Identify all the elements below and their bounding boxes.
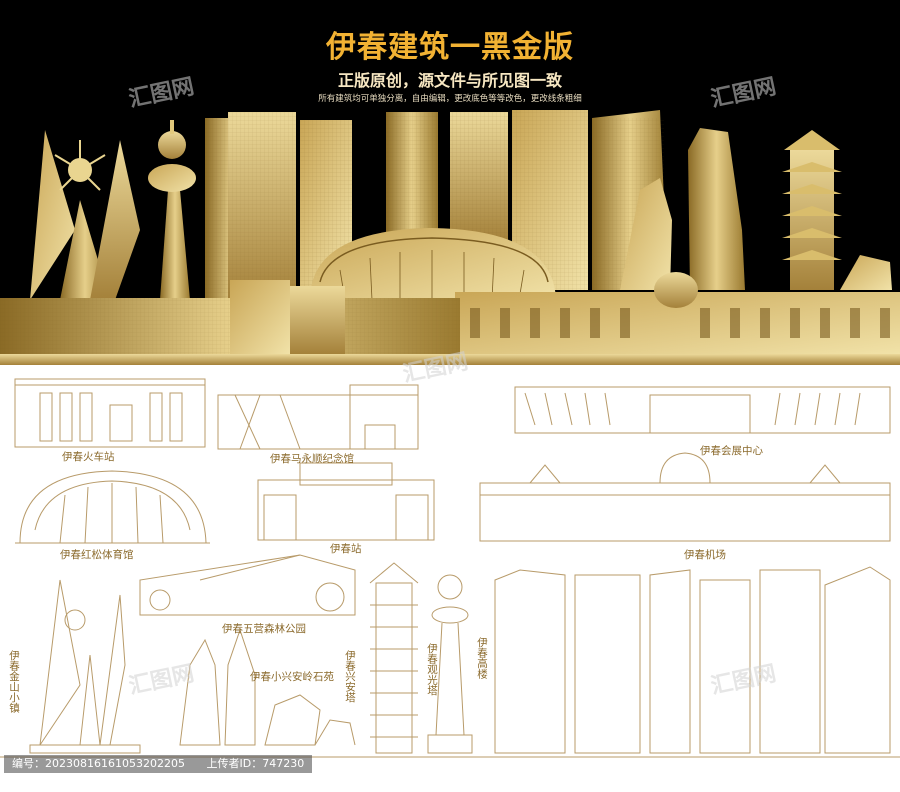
forest-park-drawing	[139, 554, 356, 616]
label-station: 伊春站	[330, 543, 362, 555]
dome-gym	[310, 228, 556, 301]
airport-drawing	[479, 452, 891, 542]
stone-garden-drawing	[179, 628, 356, 746]
footer: 编号：20230816161053202205 上传者ID：747230	[0, 751, 900, 788]
label-railway-station: 伊春火车站	[62, 451, 115, 463]
tower-2	[228, 112, 296, 300]
label-high-rise: 伊春高楼	[476, 637, 488, 679]
label-expo-center: 伊春会展中心	[700, 445, 763, 457]
label-airport: 伊春机场	[684, 549, 726, 561]
label-stone-garden: 伊春小兴安岭石苑	[250, 671, 334, 683]
airport-building	[455, 272, 900, 354]
label-sightseeing-tower: 伊春观光塔	[426, 643, 438, 696]
label-gym: 伊春红松体育馆	[60, 549, 134, 561]
station-drawing	[257, 462, 435, 541]
label-forest-park: 伊春五营森林公园	[222, 623, 306, 635]
railway-station-drawing	[14, 378, 206, 448]
label-xingan-tower: 伊春兴安塔	[344, 650, 356, 703]
observation-tower	[148, 120, 196, 300]
tower-4	[386, 112, 438, 242]
rock-monument	[620, 128, 745, 290]
high-rise-drawing	[494, 566, 891, 754]
line-art-buildings	[0, 378, 900, 758]
pagoda	[782, 130, 892, 290]
label-jinshan-town: 伊春金山小镇	[8, 650, 20, 713]
line-art-section: 伊春火车站 伊春马永顺纪念馆 伊春会展中心 伊春红松体育馆 伊春站 伊春机场 伊…	[0, 365, 900, 788]
skyline-banner: 伊春建筑一黑金版 正版原创，源文件与所见图一致 所有建筑均可单独分离，自由编辑，…	[0, 0, 900, 365]
uploader-id-label: 上传者ID：747230	[206, 757, 305, 770]
footer-info-bar: 编号：20230816161053202205 上传者ID：747230	[4, 755, 313, 773]
jinshan-sculpture-drawing	[29, 579, 141, 754]
expo-center-drawing	[514, 386, 891, 434]
sightseeing-tower-drawing	[427, 574, 473, 754]
page-title: 伊春建筑一黑金版	[326, 30, 574, 65]
page-subtitle: 正版原创，源文件与所见图一致	[337, 71, 562, 90]
memorial-hall-drawing	[217, 384, 419, 450]
xingan-tower-drawing	[369, 562, 419, 754]
asset-id-label: 编号：20230816161053202205	[12, 757, 185, 770]
label-memorial-hall: 伊春马永顺纪念馆	[270, 453, 354, 465]
page-note: 所有建筑均可单独分离，自由编辑，更改底色等等改色，更改线条粗细	[318, 94, 582, 104]
left-base-buildings	[0, 280, 460, 354]
ground-band	[0, 354, 900, 365]
gym-drawing	[15, 470, 210, 544]
jinshan-sculpture	[30, 130, 140, 300]
gold-skyline-illustration	[0, 110, 900, 365]
tower-5	[450, 112, 508, 242]
